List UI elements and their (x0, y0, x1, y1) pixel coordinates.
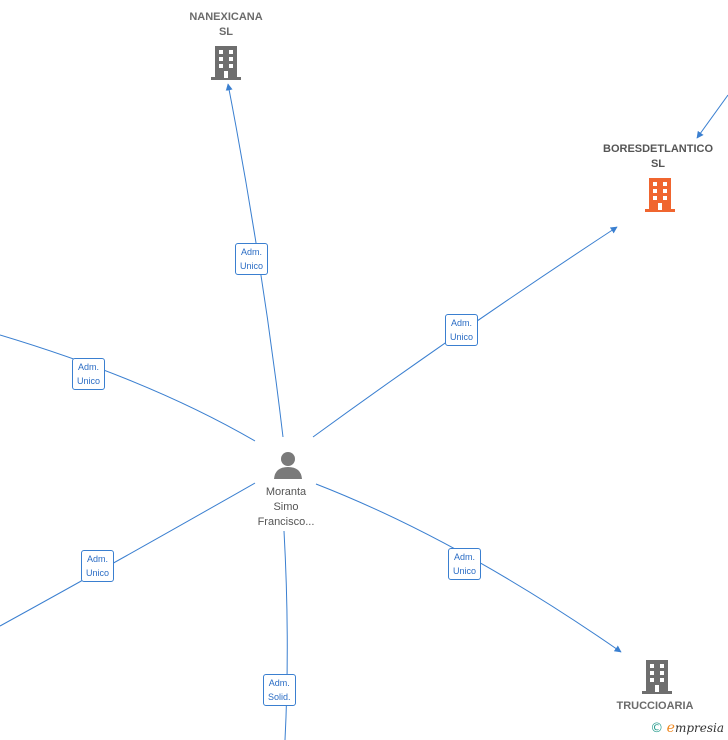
node-boresdetlantico-name: BORESDETLANTICO (603, 143, 713, 155)
edge-label-role: Adm. (268, 678, 290, 688)
node-truccioaria-label[interactable]: TRUCCIOARIA (610, 699, 700, 714)
node-person-label[interactable]: Moranta Simo Francisco... (236, 485, 336, 530)
building-icon[interactable] (211, 46, 241, 80)
edge-label-role-detail: Unico (240, 261, 264, 271)
edge-label-truccioaria[interactable]: Adm. Unico (448, 548, 482, 580)
building-icon[interactable] (644, 178, 676, 212)
edge-label-role: Adm. (78, 362, 100, 372)
edge-label-bottom[interactable]: Adm. Solid. (263, 674, 296, 706)
edge-label-boresdetlantico[interactable]: Adm. Unico (445, 314, 479, 346)
person-icon[interactable] (273, 450, 303, 480)
edge-label-role-detail: Unico (86, 568, 110, 578)
copyright-symbol: © (650, 721, 664, 736)
edge-label-role: Adm. (241, 247, 263, 257)
edge-label-left-bottom[interactable]: Adm. Unico (81, 550, 115, 582)
edge-label-role-detail: Solid. (268, 692, 291, 702)
node-boresdetlantico-suffix: SL (650, 158, 666, 170)
edge-label-role-detail: Unico (453, 566, 477, 576)
edge-to-left-top (0, 334, 256, 442)
node-person-line1: Moranta (265, 486, 307, 498)
edge-label-role: Adm. (87, 554, 109, 564)
edge-label-role: Adm. (454, 552, 476, 562)
edge-to-bottom (283, 530, 288, 740)
edge-label-left-top[interactable]: Adm. Unico (72, 358, 106, 390)
brand-logo-initial: e (666, 720, 675, 736)
node-person-line3: Francisco... (257, 516, 315, 528)
node-nanexicana-suffix: SL (218, 26, 234, 38)
edge-label-role-detail: Unico (450, 332, 474, 342)
building-icon[interactable] (642, 660, 672, 694)
edge-offscreen-to-boresdetlantico (696, 94, 728, 139)
node-person-line2: Simo (273, 501, 299, 513)
footer-brand[interactable]: © empresia (650, 720, 724, 736)
edge-label-nanexicana[interactable]: Adm. Unico (235, 243, 269, 275)
node-truccioaria-name: TRUCCIOARIA (616, 700, 694, 712)
node-nanexicana-label[interactable]: NANEXICANA SL (176, 10, 276, 40)
node-boresdetlantico-label[interactable]: BORESDETLANTICO SL (588, 142, 728, 172)
brand-name: mpresia (674, 721, 724, 735)
edge-label-role-detail: Unico (77, 376, 101, 386)
node-nanexicana-name: NANEXICANA (189, 11, 263, 23)
edge-to-left-bottom (0, 482, 256, 627)
edge-label-role: Adm. (451, 318, 473, 328)
